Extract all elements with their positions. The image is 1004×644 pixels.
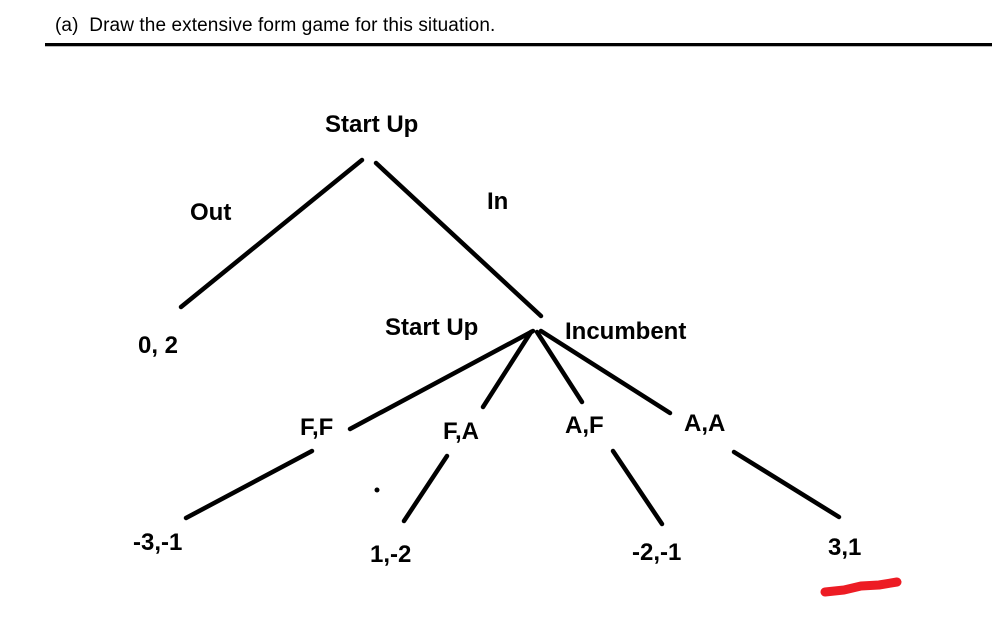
question-title: (a) Draw the extensive form game for thi…	[55, 15, 496, 36]
title-underline	[45, 43, 992, 47]
action-ff-label: F,F	[300, 414, 334, 441]
action-fa-label: F,A	[443, 418, 479, 445]
node2-player-startup: Start Up	[385, 314, 479, 341]
edge-aa-lower	[731, 449, 842, 520]
action-in-label: In	[487, 188, 509, 215]
payoff-af: -2,-1	[632, 539, 682, 566]
payoff-out: 0, 2	[138, 332, 179, 359]
action-aa-label: A,A	[684, 410, 726, 437]
stray-dot	[374, 487, 380, 493]
action-af-label: A,F	[565, 412, 604, 439]
payoff-aa: 3,1	[828, 534, 862, 561]
edge-fa-lower	[401, 453, 450, 524]
payoff-ff: -3,-1	[133, 529, 183, 556]
edge-aa-upper	[538, 328, 673, 416]
edge-ff-upper	[347, 328, 536, 432]
root-player-label: Start Up	[325, 111, 419, 138]
edge-ff-lower	[183, 448, 315, 521]
edge-af-lower	[610, 448, 665, 527]
red-highlight-mark	[820, 577, 902, 597]
edge-out	[178, 157, 365, 310]
edge-af-upper	[534, 329, 585, 405]
edge-fa-upper	[480, 329, 534, 410]
payoff-fa: 1,-2	[370, 541, 412, 568]
node2-player-incumbent: Incumbent	[565, 318, 687, 345]
action-out-label: Out	[190, 199, 232, 226]
edge-in	[373, 160, 544, 319]
